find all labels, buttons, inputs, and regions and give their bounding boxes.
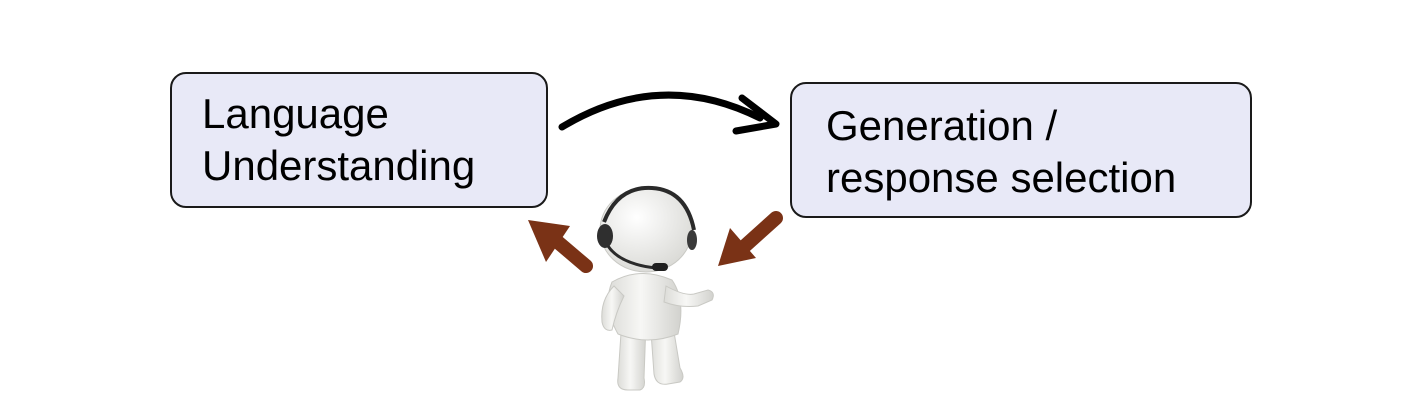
curved-arrow-icon [558,91,780,135]
input-arrow-icon [718,211,783,266]
language-understanding-box: Language Understanding [170,72,548,208]
generation-line-1: Generation / [826,102,1058,149]
output-arrow-icon [528,220,593,273]
headset-agent-icon [597,185,714,391]
language-understanding-line-2: Understanding [202,142,476,189]
generation-line-2: response selection [826,154,1177,201]
generation-response-selection-box: Generation / response selection [790,82,1252,218]
language-understanding-line-1: Language [202,90,389,137]
